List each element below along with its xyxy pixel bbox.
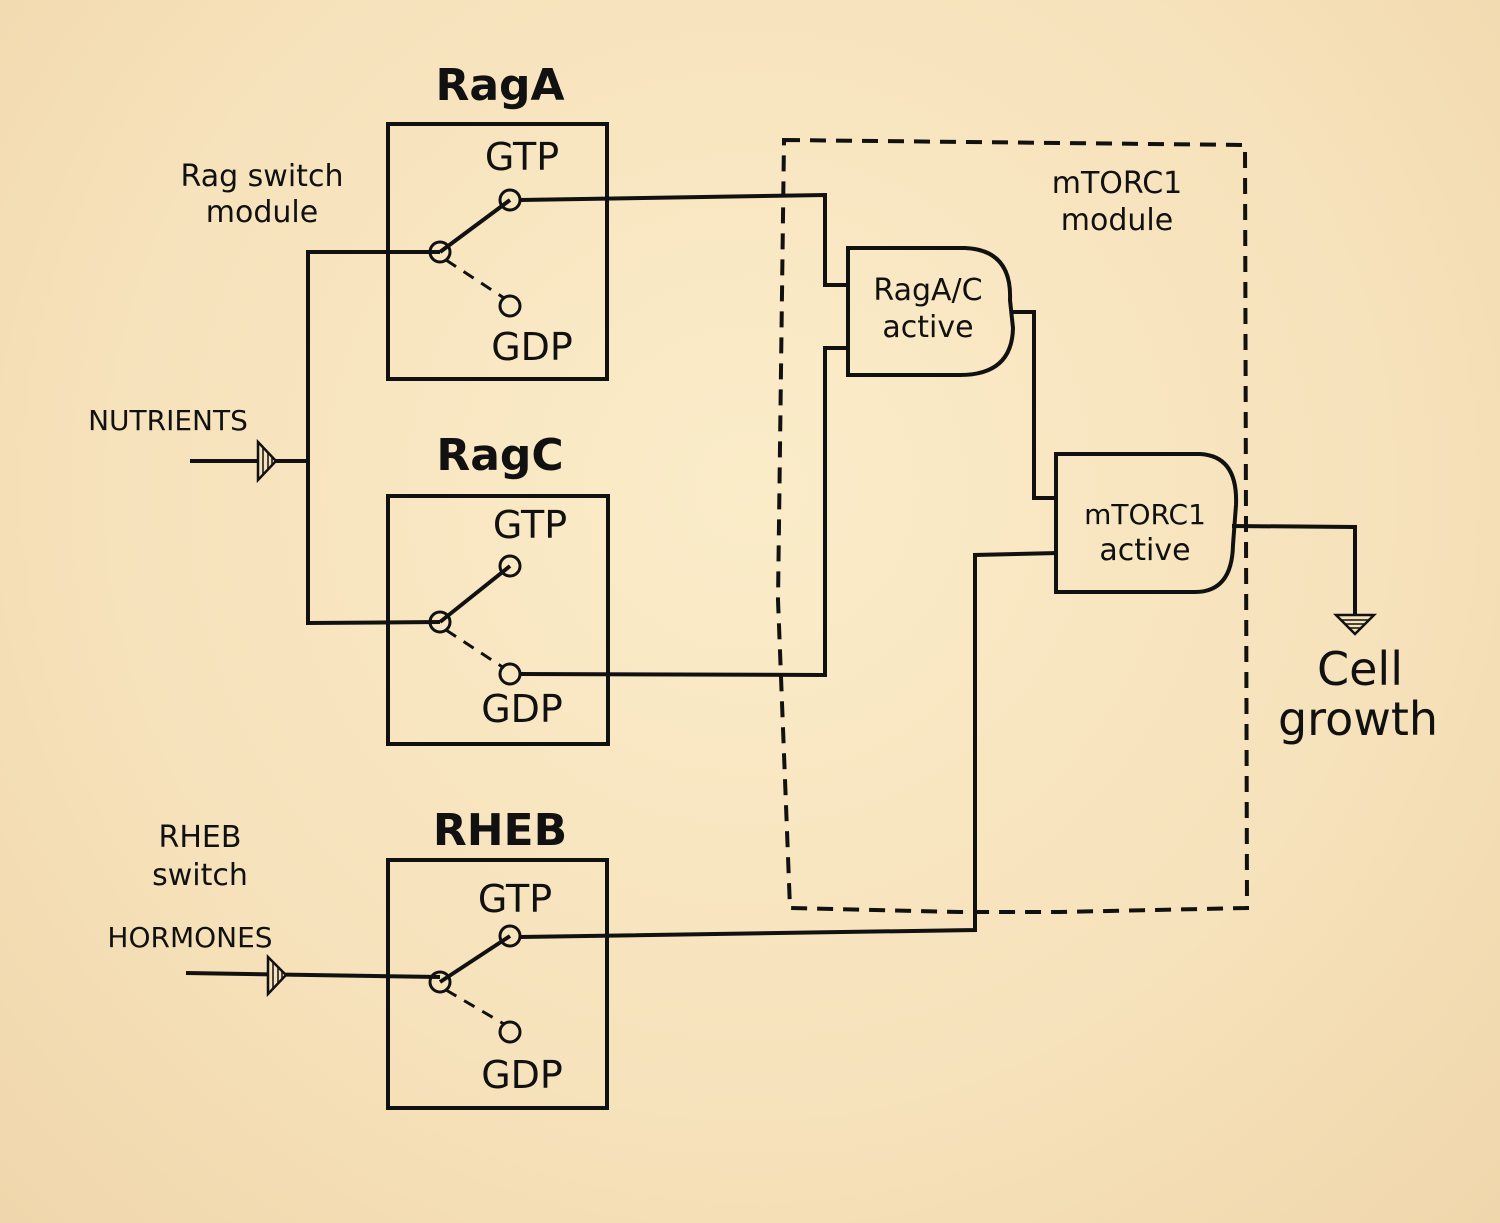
gdp-label: GDP [491, 325, 573, 369]
hormones-input-wire [185, 971, 441, 979]
switch-arm-active [438, 564, 512, 624]
gate-mtorc1-active: mTORC1 active [1054, 452, 1239, 594]
hormones-arrow-icon [266, 953, 288, 998]
switch-title: RHEB [433, 805, 567, 856]
output-label: Cell [1317, 642, 1403, 696]
switch-title: RagA [435, 60, 564, 111]
switch-ragc: RagC GTP GDP [386, 430, 610, 746]
raga-gtp-to-gate-wire [519, 192, 848, 287]
ragc-gdp-to-gate-wire [519, 346, 848, 678]
gtp-label: GTP [478, 877, 552, 921]
switch-arm-active [438, 934, 512, 984]
output-label-2: growth [1278, 692, 1438, 746]
mtorc1-module-label-2: module [1061, 203, 1173, 238]
switch-box [386, 858, 609, 1110]
switch-arm-inactive [445, 988, 505, 1026]
nutrients-bus-wire [306, 250, 441, 626]
nutrients-label: NUTRIENTS [88, 404, 248, 437]
switch-arm-active [438, 198, 512, 254]
output-arrow-icon [1332, 613, 1378, 636]
gate-label-2: active [1099, 533, 1190, 568]
rheb-switch-label-2: switch [152, 858, 248, 893]
gate-label: RagA/C [873, 273, 982, 308]
gate-label-2: active [882, 310, 973, 345]
gdp-terminal [498, 294, 522, 318]
switch-raga: RagA GTP GDP [386, 60, 609, 381]
switch-rheb: RHEB GTP GDP [386, 805, 609, 1110]
gdp-label: GDP [481, 1053, 563, 1097]
gtp-label: GTP [485, 135, 559, 179]
rag-switch-module-label-2: module [206, 195, 318, 230]
mtorc1-module-boundary [775, 137, 1250, 914]
switch-arm-inactive [445, 628, 505, 670]
common-terminal [428, 970, 452, 994]
ragac-to-mtorc1-wire [1012, 310, 1058, 500]
gtp-label: GTP [493, 503, 567, 547]
rheb-gtp-to-mtorc1-wire [519, 551, 1059, 939]
hormones-label: HORMONES [107, 921, 272, 954]
switch-title: RagC [436, 430, 563, 481]
nutrients-arrow-icon [256, 438, 278, 484]
gate-ragac-active: RagA/C active [846, 246, 1016, 377]
mtorc1-module-label: mTORC1 [1052, 166, 1183, 201]
gtp-terminal [498, 554, 522, 578]
gate-label: mTORC1 [1084, 498, 1206, 531]
rag-switch-module-label: Rag switch [181, 159, 344, 194]
mtorc1-to-output-wire [1231, 524, 1357, 615]
rheb-switch-label: RHEB [159, 820, 242, 855]
gdp-label: GDP [481, 687, 563, 731]
switch-arm-inactive [445, 258, 505, 300]
switch-box [386, 494, 610, 746]
gdp-terminal [498, 1020, 522, 1044]
